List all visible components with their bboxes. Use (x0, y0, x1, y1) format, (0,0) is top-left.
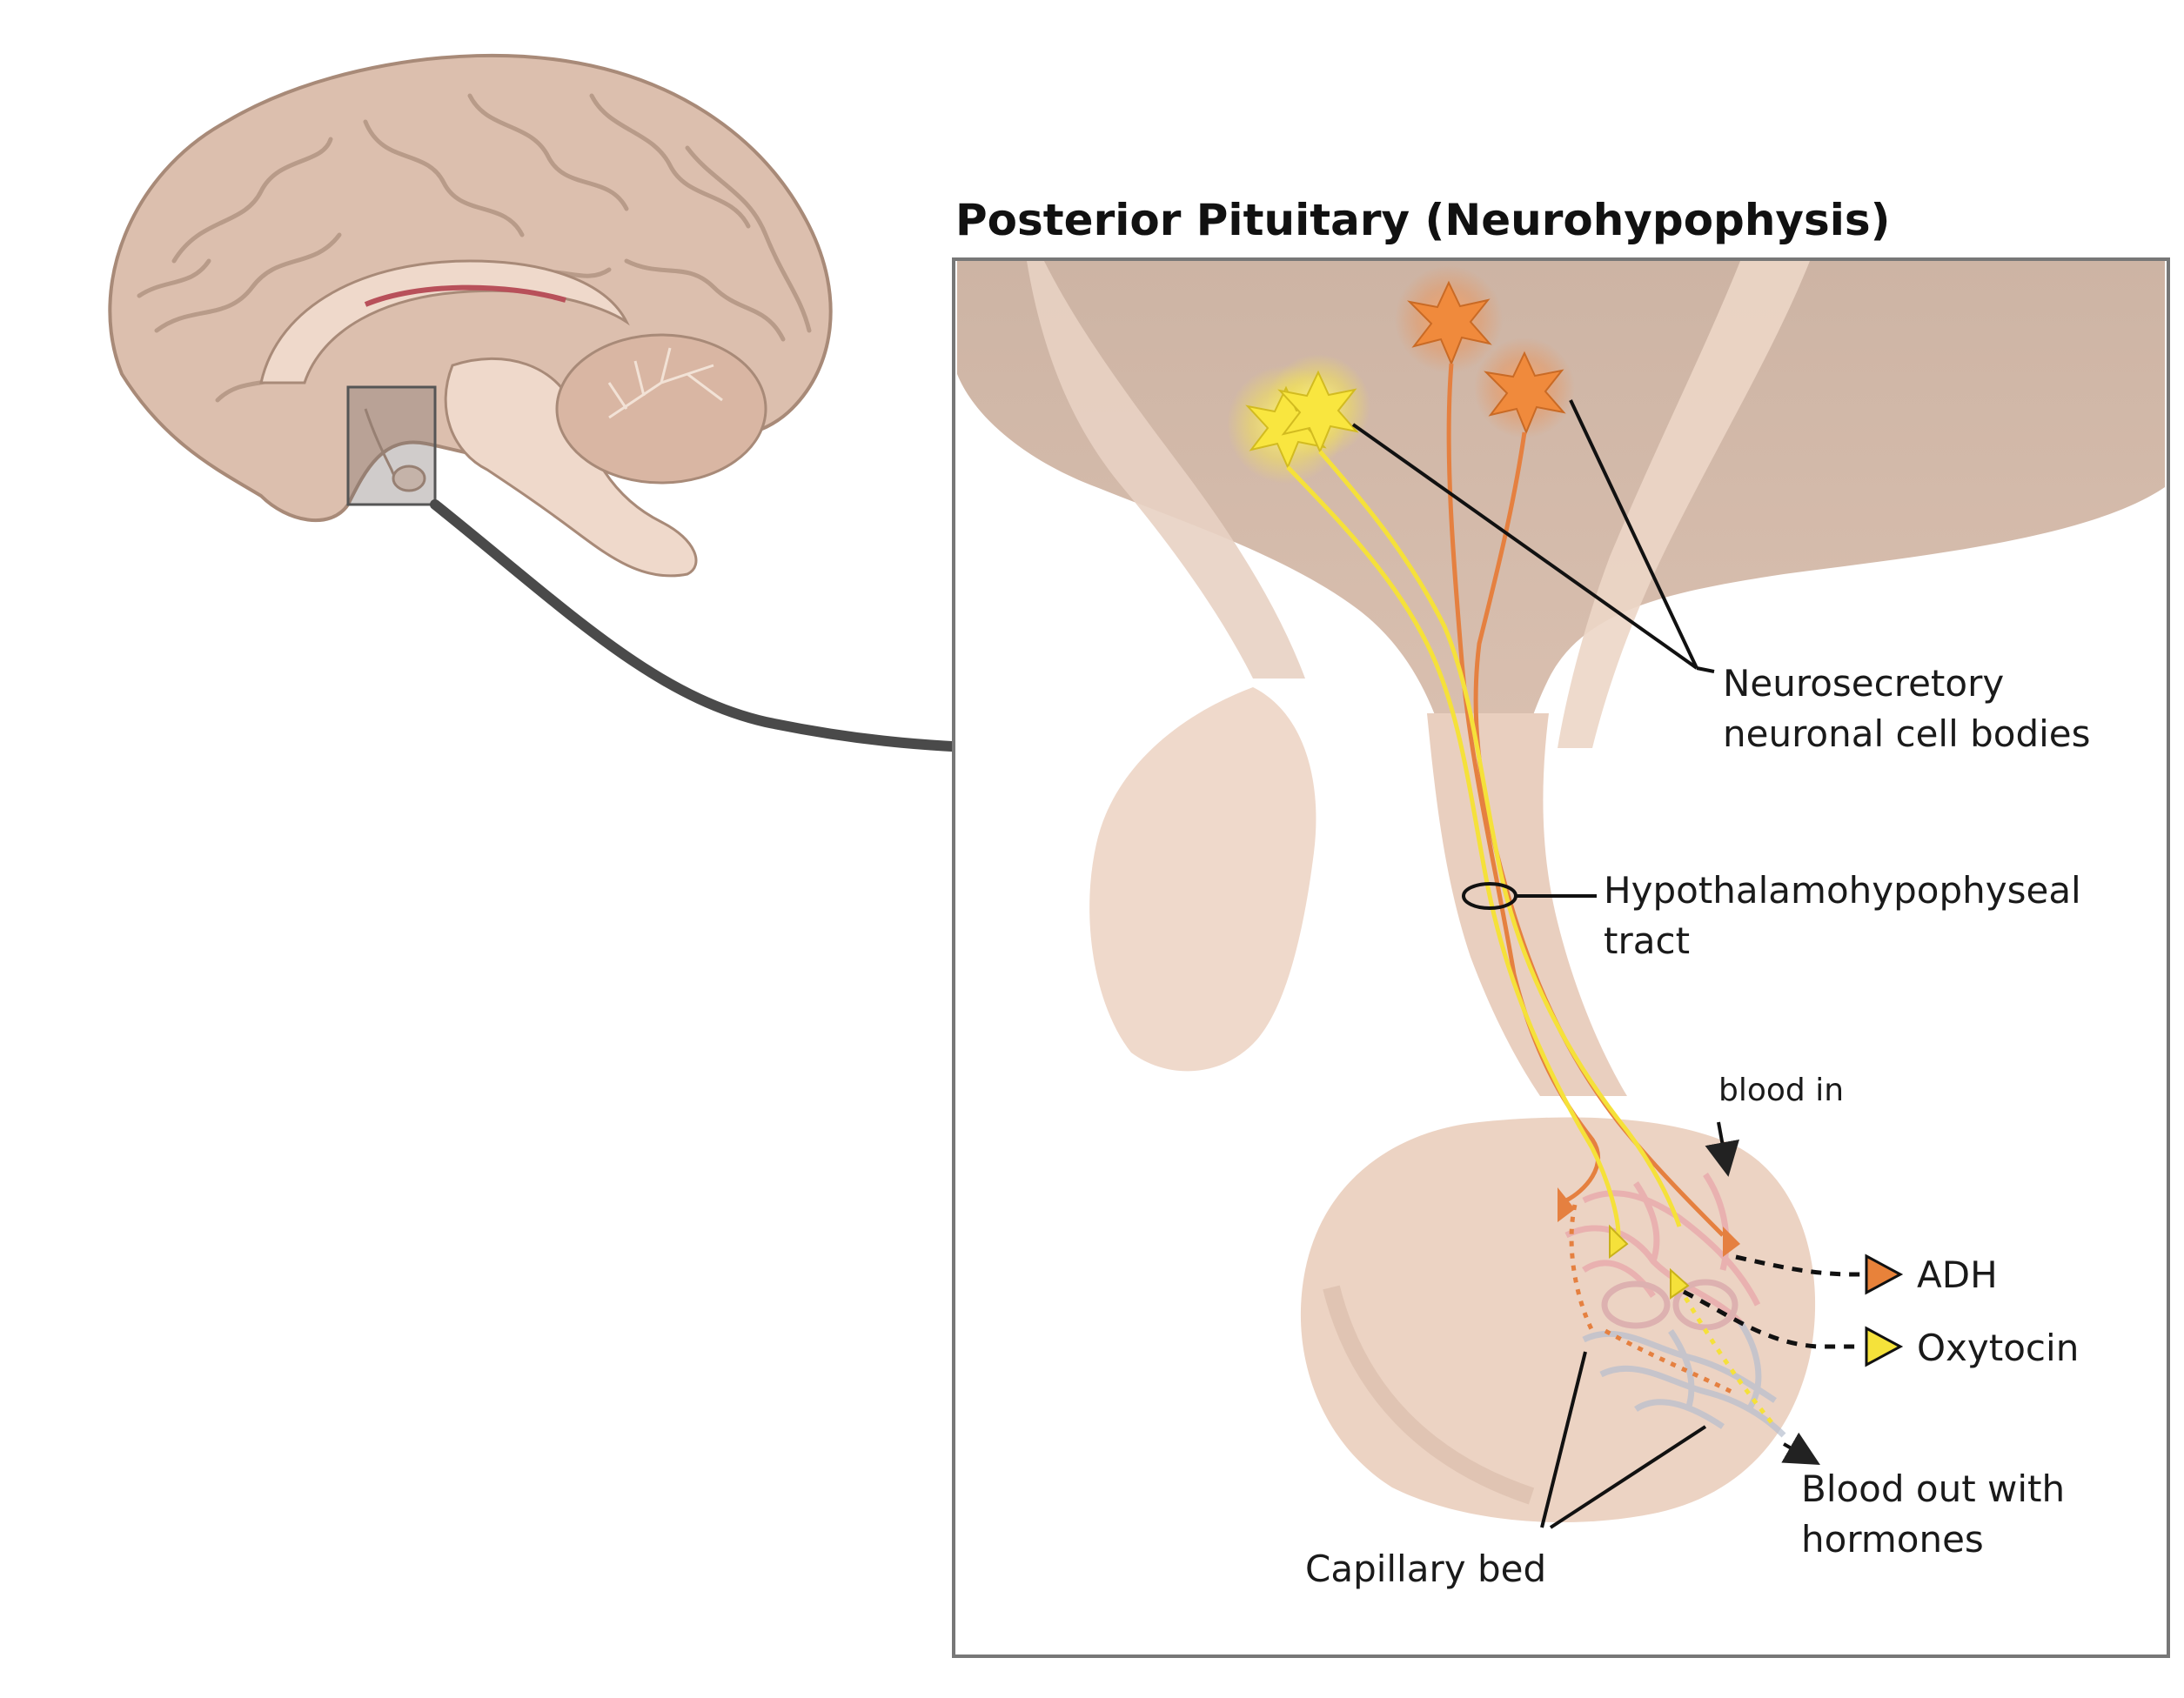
release-lines (1682, 1254, 1866, 1349)
adh-label: ADH (1917, 1253, 1998, 1296)
figure-title: Posterior Pituitary (Neurohypophysis) (955, 195, 1891, 245)
cell-bodies-label-line1: Neurosecretory (1723, 662, 2004, 705)
oxytocin-neurons (1227, 354, 1777, 1428)
cerebellum (555, 333, 767, 485)
blood-out-label-line2: hormones (1801, 1518, 1984, 1561)
orange-triangle-icon (1865, 1253, 1904, 1295)
pituitary-highlight-box (346, 385, 437, 506)
capillary-bed (1564, 1173, 1786, 1438)
tract-label-line1: Hypothalamohypophyseal (1604, 869, 2081, 912)
arbor-vitae (607, 347, 723, 419)
blood-in-label: blood in (1718, 1073, 1844, 1108)
gyri-texture (137, 93, 812, 403)
infundibulum (1427, 713, 1627, 1096)
yellow-triangle-icon (1865, 1326, 1904, 1367)
oxytocin-label: Oxytocin (1917, 1327, 2079, 1369)
blood-out-label-line1: Blood out with (1801, 1467, 2065, 1510)
tract-label-line2: tract (1604, 919, 1690, 962)
capillary-bed-label: Capillary bed (1305, 1548, 1546, 1590)
brain-sagittal-illustration (108, 53, 833, 578)
pituitary-detail (957, 261, 2165, 1522)
oxytocin-axons (1286, 450, 1777, 1428)
adh-neuron-cell-body-2 (1484, 351, 1566, 435)
leader-lines (1351, 399, 1820, 1529)
cell-bodies-label-line2: neuronal cell bodies (1723, 712, 2091, 755)
posterior-lobe (1300, 1117, 1816, 1522)
anterior-lobe (1089, 687, 1316, 1072)
